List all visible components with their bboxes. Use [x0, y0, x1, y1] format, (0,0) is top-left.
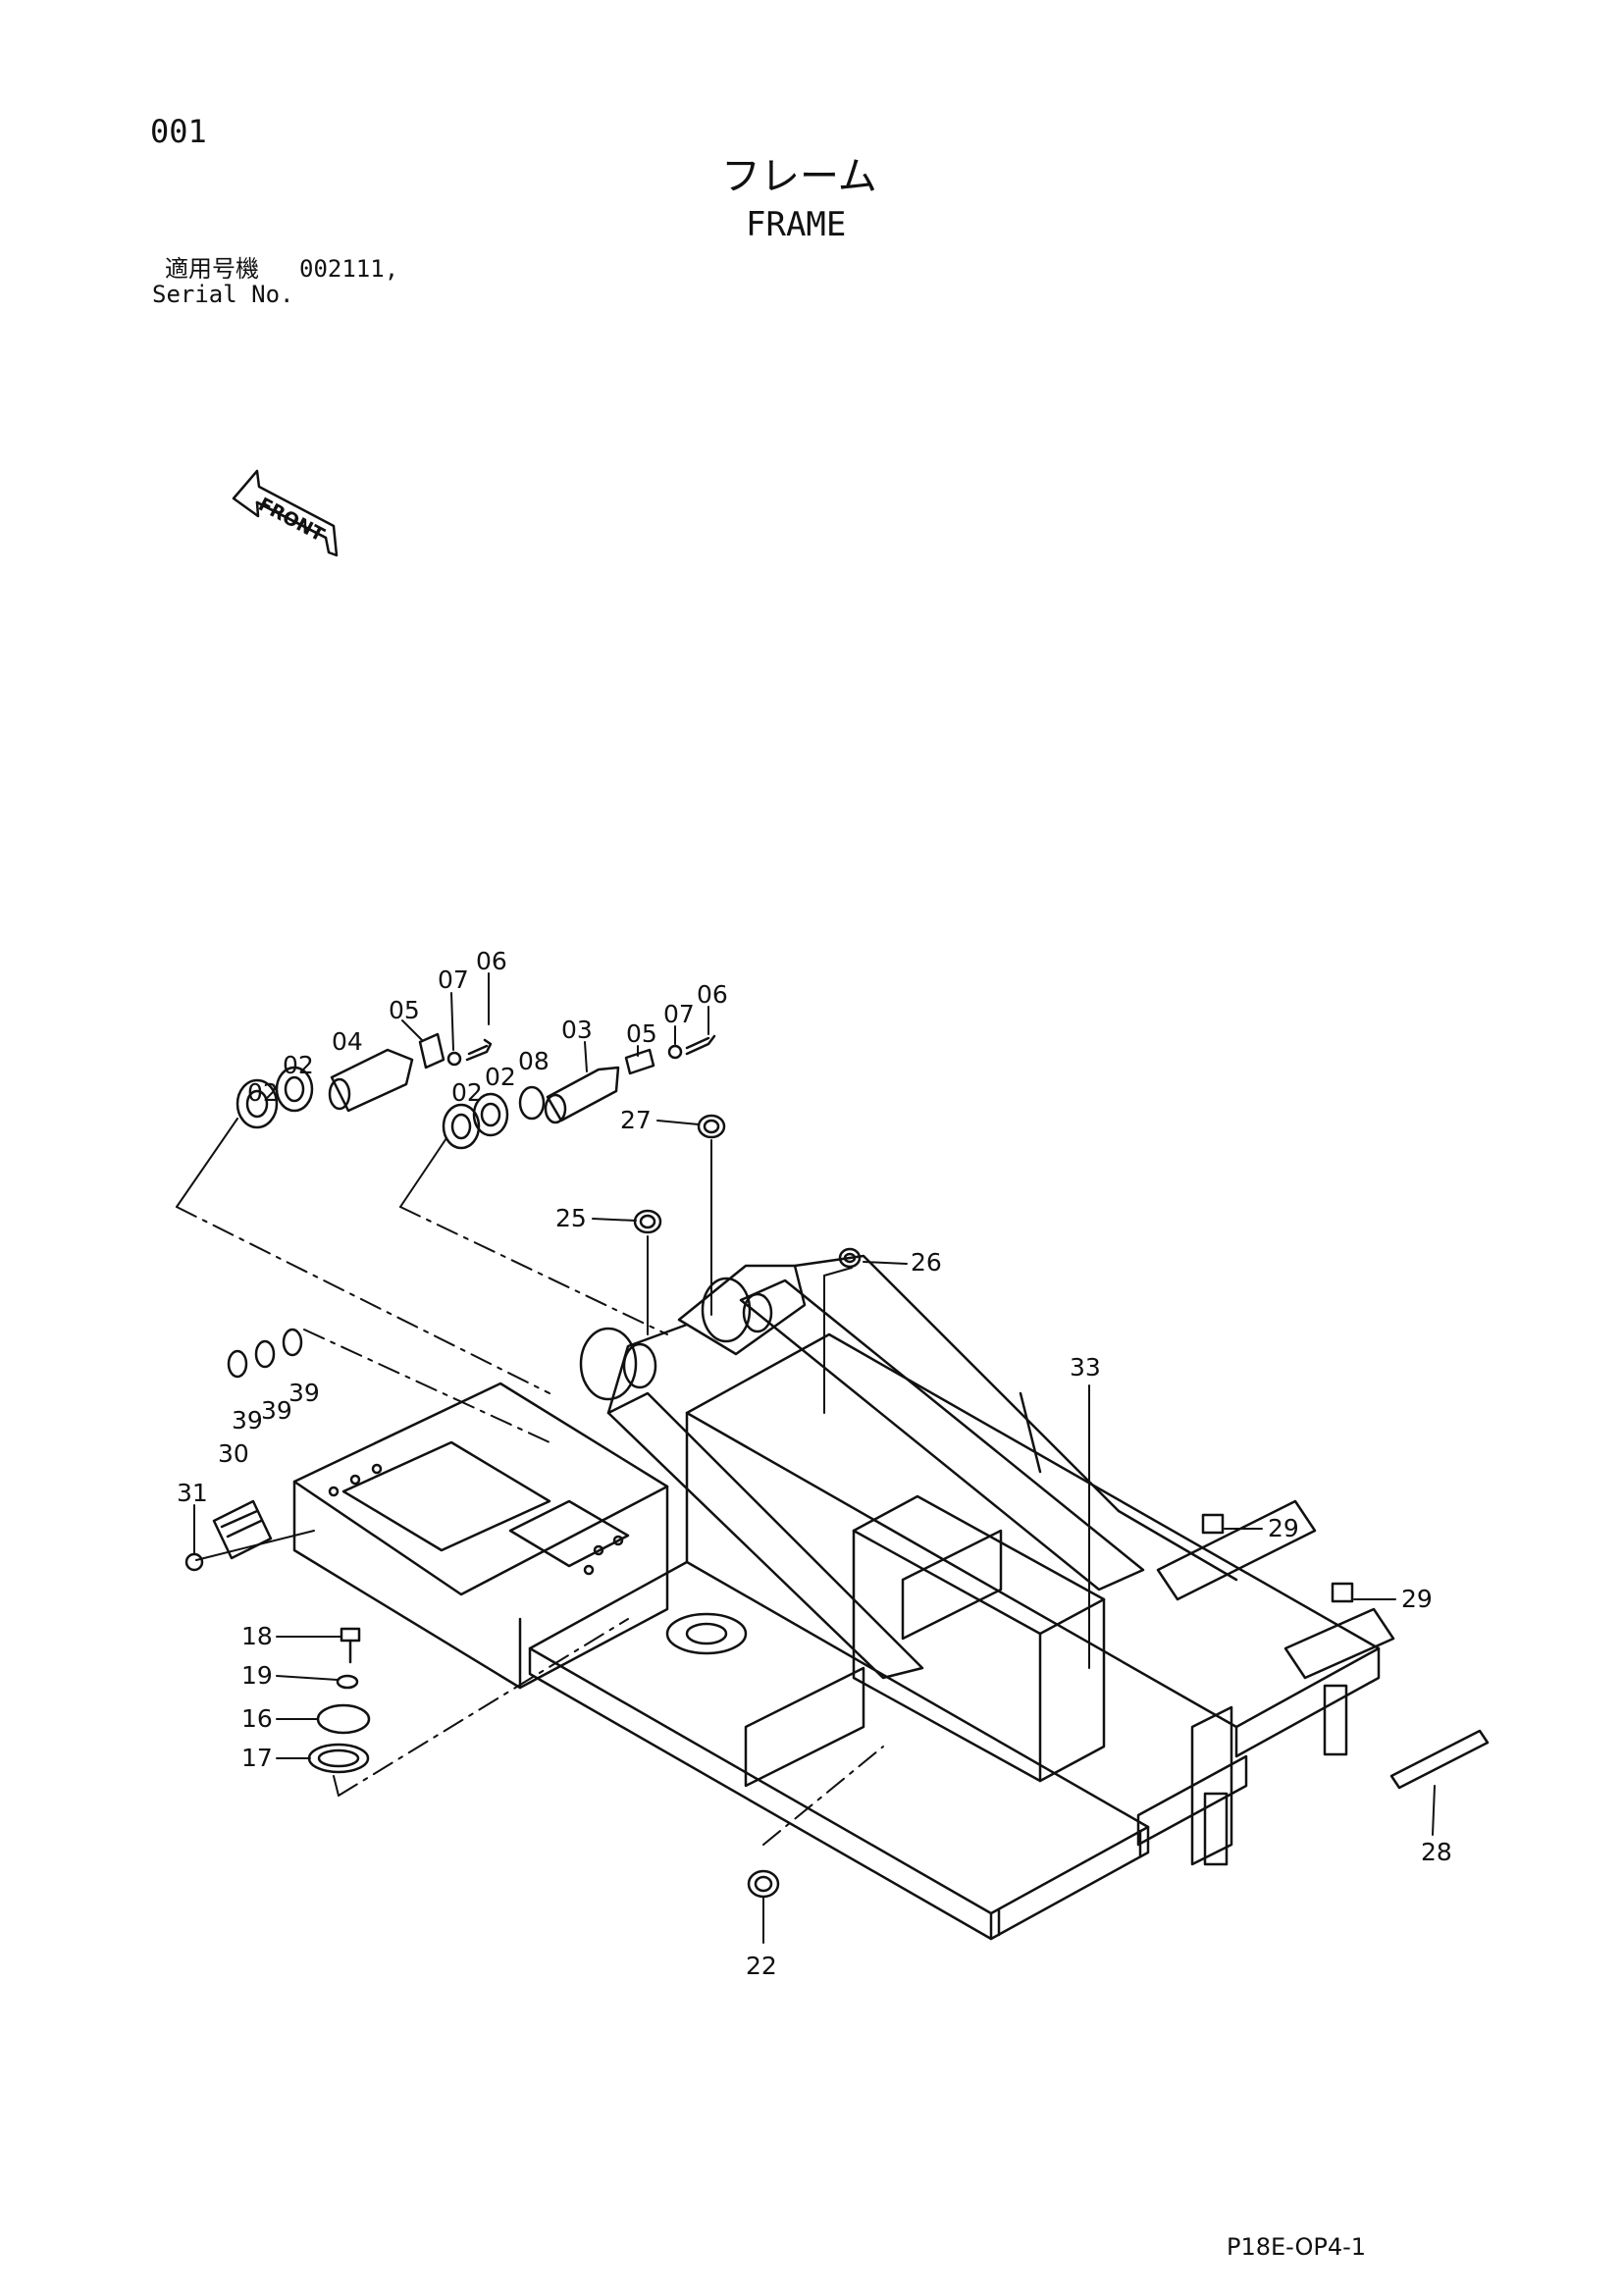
callout-05-a: 05 [389, 996, 420, 1024]
callout-06-b: 06 [697, 980, 728, 1009]
callout-39-c: 39 [288, 1379, 320, 1407]
callout-16: 16 [241, 1704, 273, 1733]
leader-lines [176, 1118, 1090, 1846]
callout-39-b: 39 [261, 1396, 292, 1425]
front-arrow-icon: FRONT [232, 469, 339, 557]
callout-07-a: 07 [438, 965, 469, 994]
drawing-code: P18E-OP4-1 [1227, 2233, 1367, 2261]
callout-31: 31 [177, 1479, 208, 1507]
frame-body [292, 1254, 1395, 1941]
callout-05-b: 05 [626, 1019, 657, 1048]
callout-18: 18 [241, 1622, 273, 1650]
callout-02-b: 02 [283, 1051, 314, 1079]
callout-28: 28 [1421, 1838, 1452, 1866]
callout-ticks [193, 972, 1436, 1944]
front-arrow-label: FRONT [255, 494, 328, 547]
callout-17: 17 [241, 1744, 273, 1772]
page-title-japanese: フレーム [721, 154, 877, 199]
callout-03: 03 [561, 1016, 593, 1044]
callout-30: 30 [218, 1439, 249, 1468]
serial-label-japanese: 適用号機 [165, 255, 259, 283]
callout-27: 27 [620, 1106, 652, 1134]
callout-labels: 06 07 05 04 02 02 03 05 07 06 08 02 02 2… [177, 947, 1452, 1980]
callout-02-c: 02 [451, 1078, 483, 1107]
callout-29-a: 29 [1268, 1514, 1299, 1542]
callout-22: 22 [746, 1952, 777, 1980]
callout-02-d: 02 [485, 1063, 516, 1091]
callout-19: 19 [241, 1661, 273, 1690]
callout-29-b: 29 [1401, 1585, 1433, 1613]
page-number: 001 [150, 113, 207, 150]
callout-04: 04 [332, 1027, 363, 1056]
exploded-parts [184, 1032, 1490, 1899]
serial-label: Serial No. [152, 281, 294, 308]
callout-25: 25 [555, 1204, 587, 1232]
callout-07-b: 07 [663, 1000, 695, 1028]
callout-26: 26 [911, 1248, 942, 1277]
page-title: FRAME [746, 205, 847, 244]
callout-08: 08 [518, 1047, 550, 1075]
callout-02-a: 02 [247, 1078, 279, 1107]
serial-number-value: 002111, [299, 255, 399, 283]
callout-33: 33 [1070, 1353, 1101, 1382]
callout-06-a: 06 [476, 947, 507, 975]
callout-39-a: 39 [232, 1406, 263, 1435]
